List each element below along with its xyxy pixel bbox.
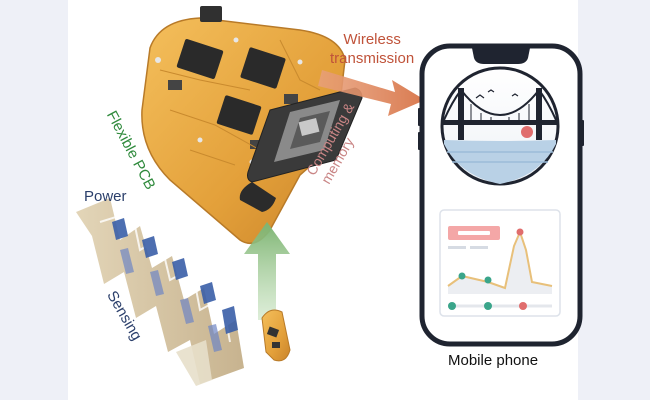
- power-label: Power: [84, 188, 127, 205]
- right-margin-band: [578, 0, 650, 400]
- bridge-icon: [440, 66, 560, 186]
- wireless-arrow: [318, 70, 425, 116]
- wireless-line1: Wireless: [343, 31, 401, 48]
- signal-chart-icon: [439, 209, 561, 317]
- wireless-transmission-label: Wireless transmission: [330, 30, 414, 68]
- chip-icon: [168, 6, 298, 149]
- left-margin-band: [0, 0, 68, 400]
- phone-notch: [472, 48, 530, 64]
- pcb-traces: [159, 39, 321, 166]
- mobile-phone-label: Mobile phone: [448, 352, 539, 369]
- wireless-line2: transmission: [330, 50, 415, 67]
- folded-sensor-array: [76, 198, 291, 386]
- mobile-phone: [418, 43, 584, 347]
- power-up-arrow: [244, 222, 290, 320]
- flexible-pcb-board: [141, 6, 363, 245]
- computing-memory-module: [239, 87, 363, 212]
